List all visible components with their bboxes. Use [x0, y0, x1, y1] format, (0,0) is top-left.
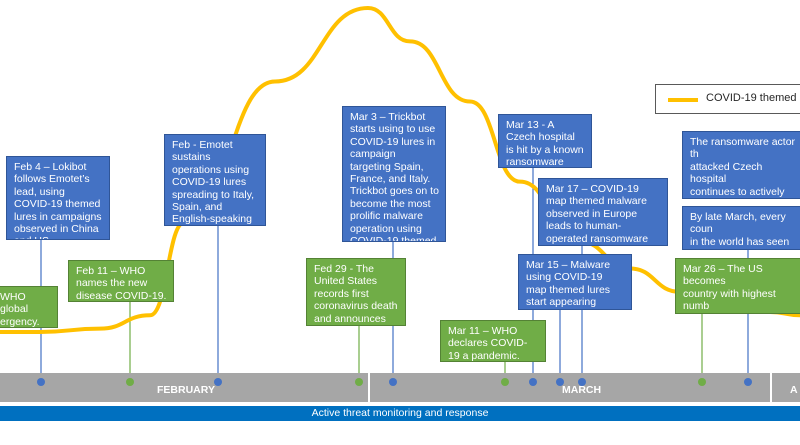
timeline-dot: [698, 378, 706, 386]
timeline-dot: [744, 378, 752, 386]
month-label-february: FEBRUARY: [157, 384, 215, 396]
callout-czech-hospital: Mar 13 - A Czech hospital is hit by a kn…: [498, 114, 592, 168]
callout-who-emergency: WHO global ergency.: [0, 286, 58, 328]
timeline-dot: [37, 378, 45, 386]
month-label-march: MARCH: [562, 384, 602, 396]
legend-swatch: [668, 98, 698, 102]
callout-who-pandemic: Mar 11 – WHO declares COVID-19 a pandemi…: [440, 320, 546, 362]
timeline-dot: [126, 378, 134, 386]
timeline-dot: [355, 378, 363, 386]
timeline-dot: [556, 378, 564, 386]
callout-lokibot: Feb 4 – Lokibot follows Emotet’s lead, u…: [6, 156, 110, 240]
month-label-april: A: [790, 384, 798, 396]
callout-us-highest: Mar 26 – The US becomes country with hig…: [675, 258, 800, 314]
month-timeline-bar: [0, 373, 800, 402]
callout-map-lures: Mar 15 – Malware using COVID-19 map them…: [518, 254, 632, 310]
monitoring-label: Active threat monitoring and response: [311, 407, 489, 419]
callout-ryuk: Mar 17 – COVID-19 map themed malware obs…: [538, 178, 668, 246]
monitoring-bar: [0, 406, 800, 421]
timeline-dot: [529, 378, 537, 386]
chart-legend: COVID-19 themed attacks: [655, 84, 800, 114]
legend-label: COVID-19 themed attacks: [706, 92, 800, 104]
callout-late-march: By late March, every coun in the world h…: [682, 206, 800, 250]
callout-trickbot: Mar 3 – Trickbot starts using to use COV…: [342, 106, 446, 242]
callout-who-name: Feb 11 – WHO names the new disease COVID…: [68, 260, 174, 302]
callout-emotet: Feb - Emotet sustains operations using C…: [164, 134, 266, 226]
month-divider: [368, 373, 370, 402]
callout-ransomware-actor: The ransomware actor th attacked Czech h…: [682, 131, 800, 199]
timeline-dot: [214, 378, 222, 386]
callout-us-death: Fed 29 - The United States records first…: [306, 258, 406, 326]
timeline-dot: [578, 378, 586, 386]
month-divider: [770, 373, 772, 402]
timeline-dot: [389, 378, 397, 386]
timeline-dot: [501, 378, 509, 386]
